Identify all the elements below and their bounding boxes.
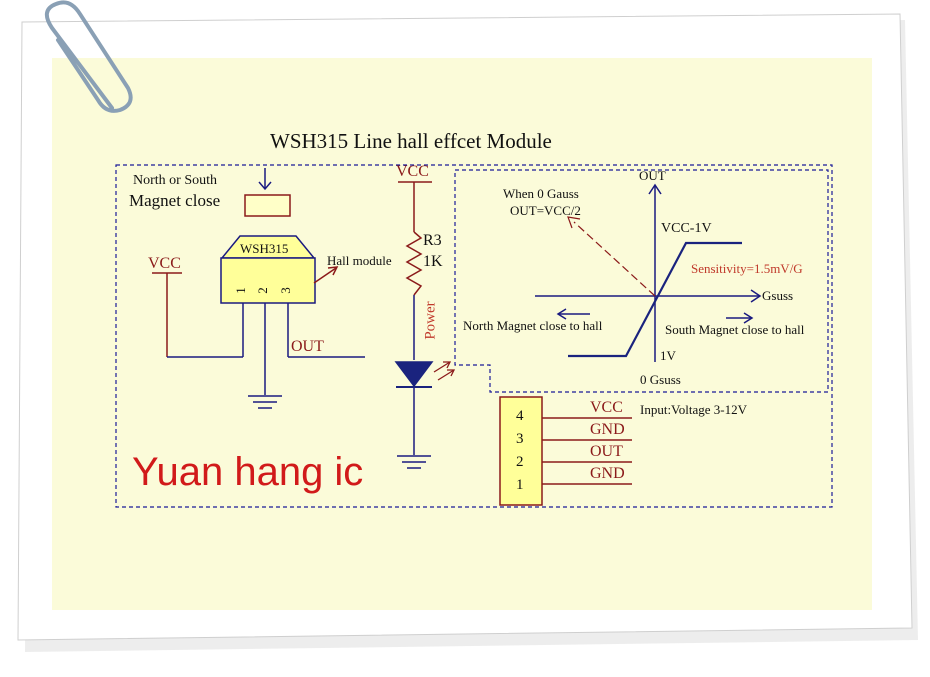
zero-gauss-label: 0 Gsuss — [640, 372, 681, 387]
ground-icon — [397, 455, 431, 469]
output-curve — [568, 241, 742, 358]
connector-gnd-label-2: GND — [590, 465, 625, 482]
graph-y-axis-label: OUT — [639, 168, 666, 183]
magnet-arrow-icon — [258, 168, 272, 191]
north-magnet-label: North Magnet close to hall — [463, 318, 603, 333]
magnet-block — [244, 194, 291, 217]
ground-icon — [248, 395, 282, 409]
connector-pin-1: 1 — [516, 477, 524, 493]
sensor-out-label: OUT — [291, 338, 324, 355]
zero-gauss-note-1: When 0 Gauss — [503, 186, 579, 201]
north-arrow-icon — [556, 308, 590, 320]
paperclip-icon — [44, 0, 133, 113]
resistor-icon — [405, 231, 423, 296]
led-vcc-label: VCC — [396, 163, 429, 180]
south-arrow-icon — [726, 312, 754, 324]
vcc-minus-1v-label: VCC-1V — [661, 221, 712, 236]
input-voltage-label: Input:Voltage 3-12V — [640, 402, 747, 417]
connector-gnd-label-1: GND — [590, 421, 625, 438]
hall-ic-package — [220, 235, 316, 304]
connector-pin-2: 2 — [516, 454, 524, 470]
power-label: Power — [422, 301, 439, 340]
module-outline — [115, 164, 833, 508]
connector-pin-4: 4 — [516, 408, 524, 424]
zero-gauss-pointer — [573, 221, 656, 297]
hall-module-label: Hall module — [327, 253, 392, 268]
connector-vcc-label: VCC — [590, 399, 623, 416]
sensitivity-label: Sensitivity=1.5mV/G — [691, 261, 803, 276]
pin-2-label: 2 — [254, 287, 270, 294]
connector-header — [499, 396, 543, 506]
resistor-name-label: R3 — [423, 232, 442, 249]
hall-module-arrow-icon — [313, 266, 339, 284]
magnet-close-label: Magnet close — [129, 191, 221, 210]
led-branch-wiring — [398, 181, 432, 455]
connector-out-label: OUT — [590, 443, 623, 460]
zero-gauss-note-2: OUT=VCC/2 — [510, 203, 581, 218]
south-magnet-label: South Magnet close to hall — [665, 322, 805, 337]
led-icon — [394, 361, 456, 388]
one-volt-label: 1V — [660, 348, 676, 363]
sensor-wiring — [152, 272, 365, 395]
graph-x-axis-label: Gsuss — [762, 288, 794, 303]
resistor-value-label: 1K — [423, 253, 443, 270]
connector-pin-3: 3 — [516, 431, 524, 447]
yellow-panel — [52, 58, 872, 610]
graph-outline — [454, 169, 829, 393]
graph-axes — [535, 183, 762, 362]
pin-3-label: 3 — [277, 287, 293, 294]
connector-wires — [542, 417, 632, 485]
sensor-vcc-label: VCC — [148, 255, 181, 272]
pointer-arrow-icon — [567, 216, 581, 229]
diagram-title: WSH315 Line hall effcet Module — [270, 129, 552, 153]
pin-1-label: 1 — [232, 287, 248, 294]
watermark-text: Yuan hang ic — [132, 450, 364, 494]
ic-label: WSH315 — [240, 241, 289, 256]
north-or-south-label: North or South — [133, 173, 217, 188]
